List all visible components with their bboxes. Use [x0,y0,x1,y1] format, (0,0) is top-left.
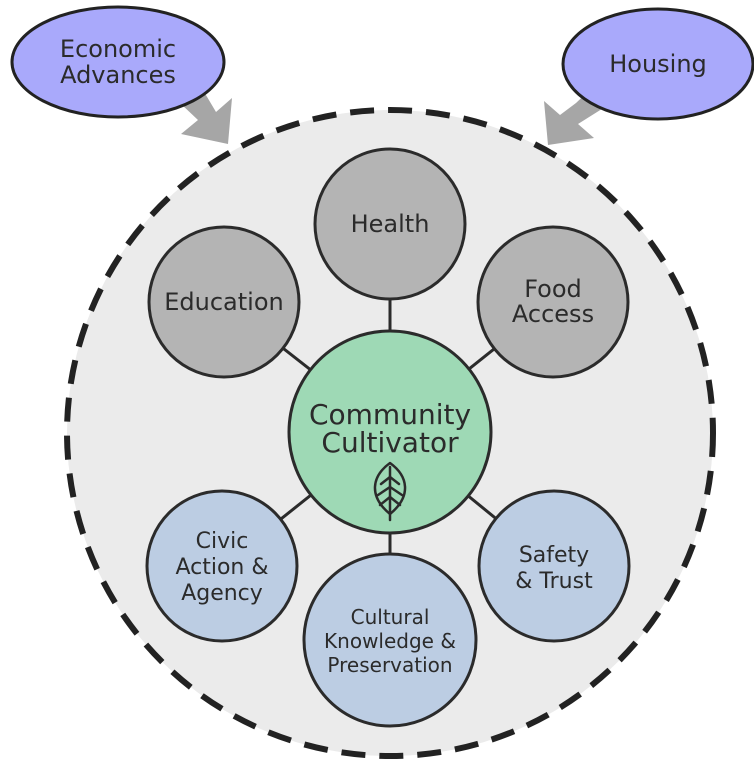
svg-text:Health: Health [351,210,430,238]
input-housing-label: Housing [609,50,707,78]
node-civic-action: Civic Action & Agency [145,489,299,643]
node-food-label-line2: Access [512,300,594,328]
node-safety-label-line1: Safety [519,543,589,568]
node-safety-label-line2: & Trust [515,569,593,594]
svg-text:Preservation: Preservation [327,653,452,677]
svg-text:Safety: Safety [519,543,589,568]
node-food-label-line1: Food [524,275,582,303]
svg-text:Cultural: Cultural [351,605,430,629]
node-education-label: Education [164,288,283,316]
node-safety-trust: Safety & Trust [477,489,631,643]
svg-text:Food: Food [524,275,582,303]
svg-text:Housing: Housing [609,50,707,78]
input-housing: Housing [561,7,754,121]
svg-text:Civic: Civic [196,529,249,554]
svg-text:Knowledge &: Knowledge & [324,629,456,653]
input-economic-label-line1: Economic [60,35,176,63]
center-label-line1: Community [309,398,471,431]
input-economic-advances: Economic Advances [10,5,226,119]
node-food-access: Food Access [476,225,630,379]
svg-text:Education: Education [164,288,283,316]
center-label-line2: Cultivator [321,426,459,459]
svg-text:& Trust: & Trust [515,569,593,594]
svg-text:Action &: Action & [175,555,268,580]
node-education: Education [147,225,301,379]
node-civic-label-line2: Action & [175,555,268,580]
svg-text:Access: Access [512,300,594,328]
node-cultural-label-line3: Preservation [327,653,452,677]
svg-text:Community: Community [309,398,471,431]
leaf-icon [373,461,407,522]
node-cultural-label-line1: Cultural [351,605,430,629]
node-health-label: Health [351,210,430,238]
svg-text:Cultivator: Cultivator [321,426,459,459]
node-cultural-knowledge: Cultural Knowledge & Preservation [302,552,478,728]
node-cultural-label-line2: Knowledge & [324,629,456,653]
node-community-cultivator: Community Cultivator [287,329,493,535]
svg-text:Economic: Economic [60,35,176,63]
svg-text:Advances: Advances [60,61,176,89]
node-civic-label-line3: Agency [181,581,263,606]
node-health: Health [313,147,467,301]
svg-text:Agency: Agency [181,581,263,606]
input-economic-label-line2: Advances [60,61,176,89]
node-civic-label-line1: Civic [196,529,249,554]
